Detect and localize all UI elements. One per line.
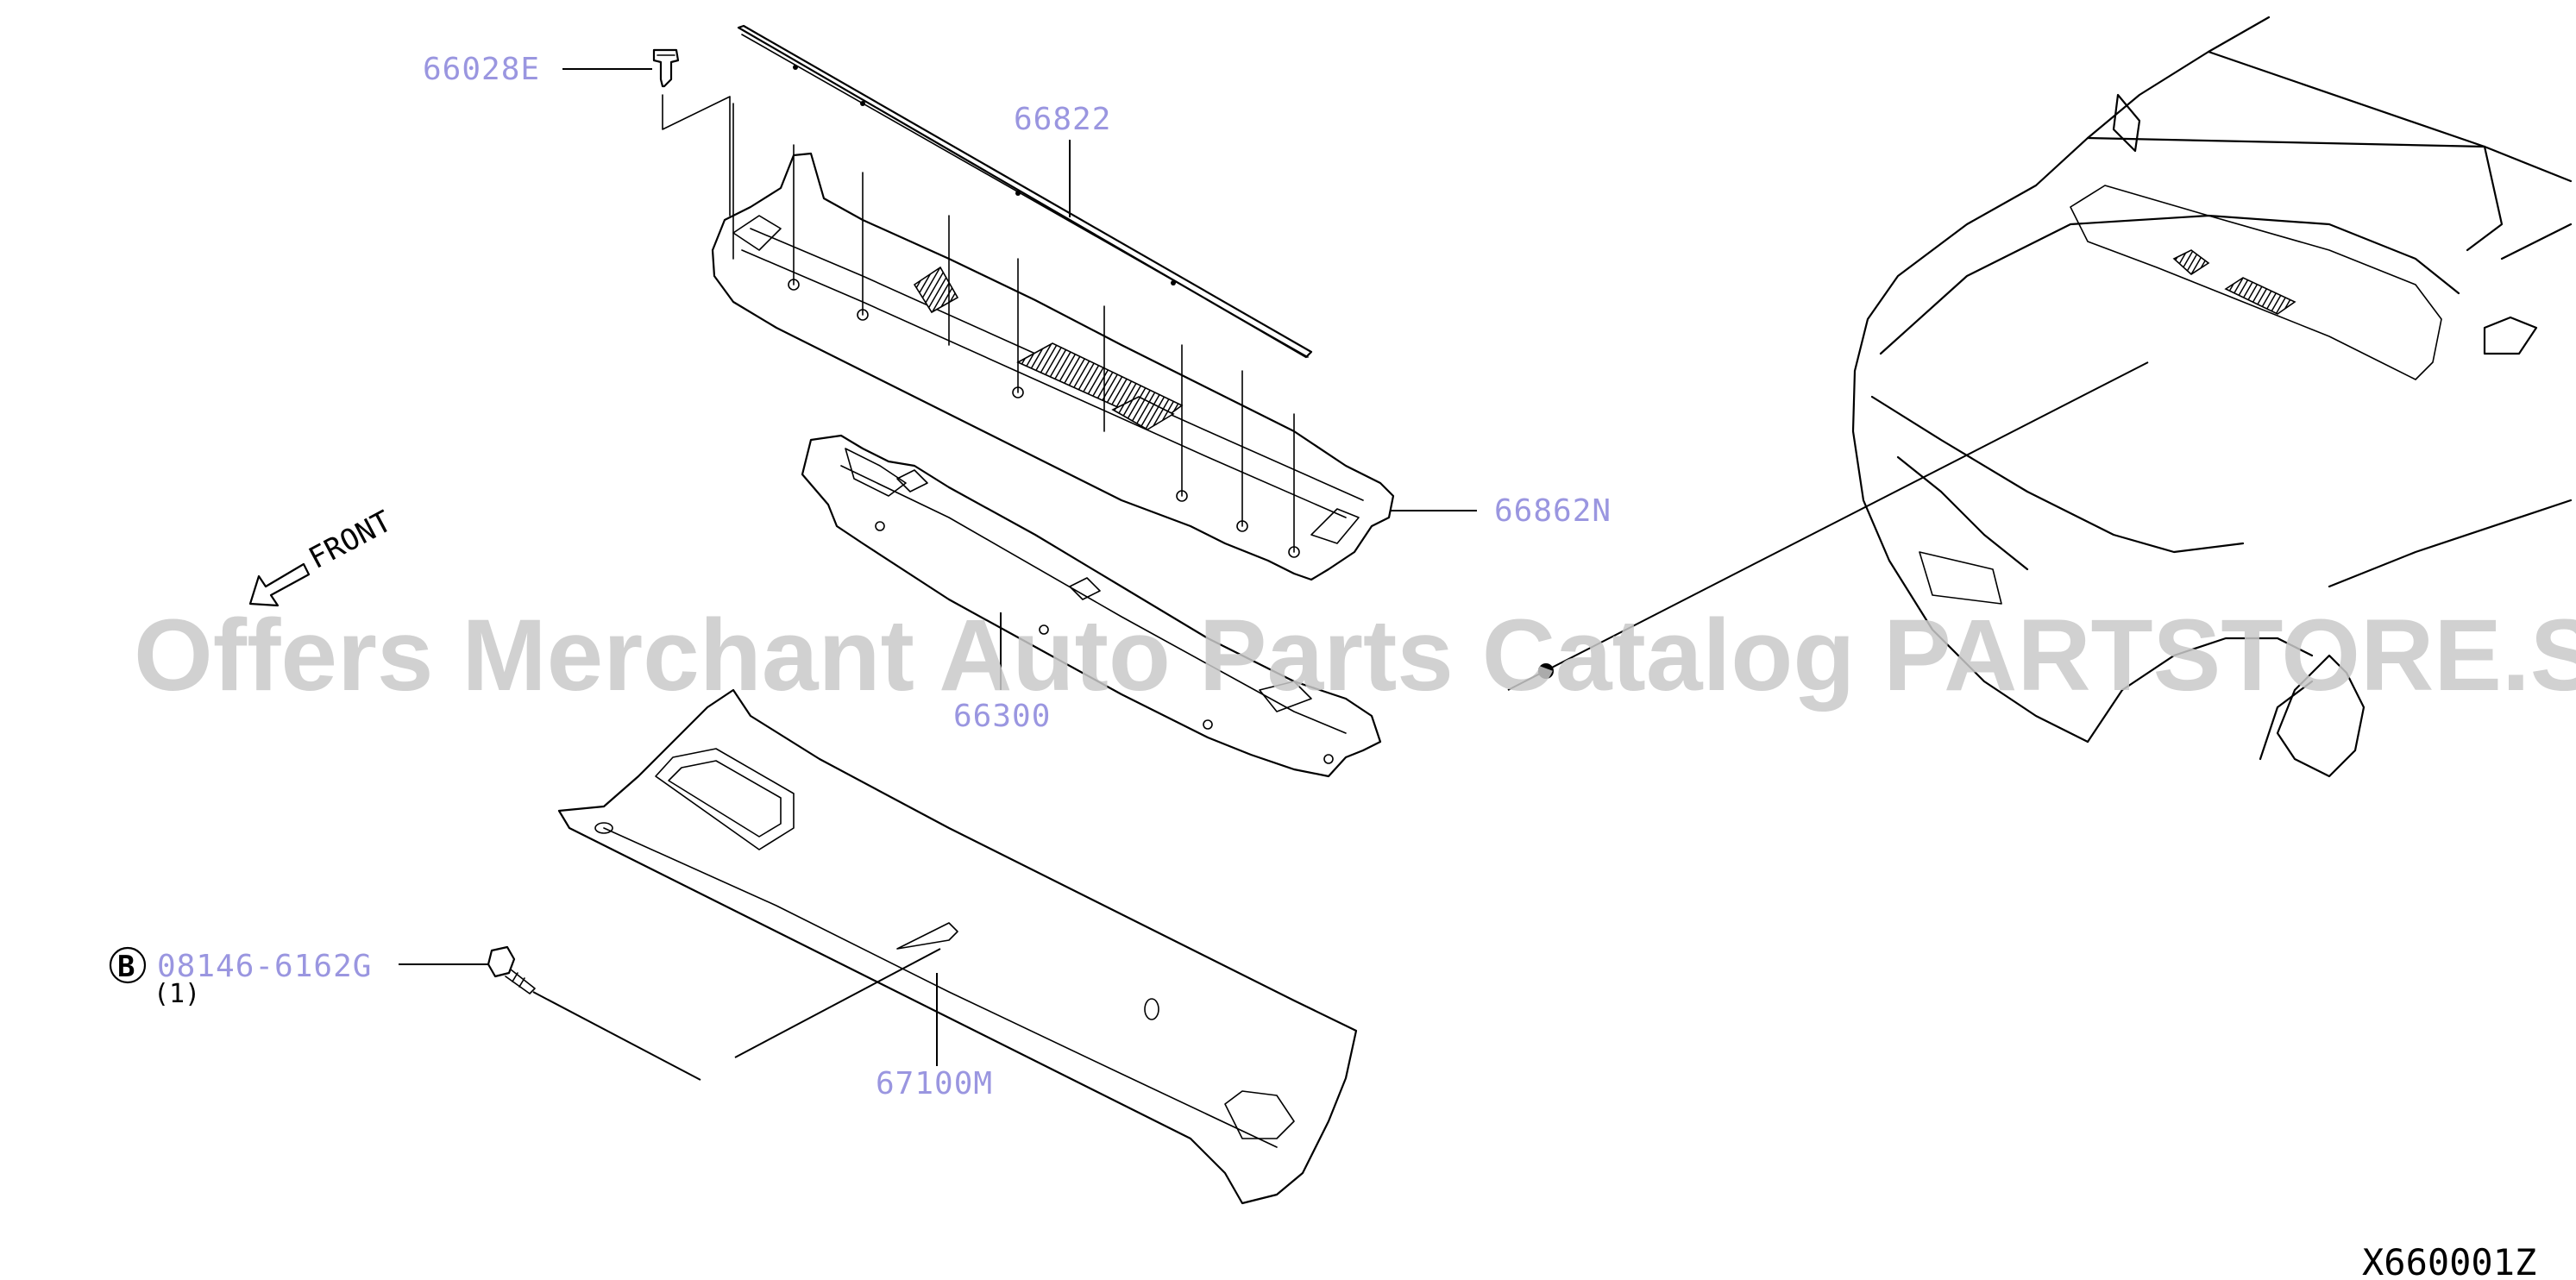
- part-number-66300[interactable]: 66300: [953, 699, 1051, 734]
- part-number-66822[interactable]: 66822: [1014, 102, 1111, 137]
- vehicle-location-view: [1507, 16, 2573, 778]
- diagram-code: X660001Z: [2362, 1241, 2536, 1280]
- clip-66028e[interactable]: 66028E: [423, 48, 731, 216]
- watermark-text: Offers Merchant Auto Parts Catalog PARTS…: [134, 599, 2576, 712]
- bolt-symbol: B: [117, 950, 135, 984]
- part-number-66028e[interactable]: 66028E: [423, 52, 540, 87]
- front-label: FRONT: [303, 505, 397, 576]
- part-number-67100m[interactable]: 67100M: [876, 1066, 993, 1101]
- front-direction-arrow: FRONT: [248, 505, 398, 607]
- bolt-08146-6162g[interactable]: B 08146-6162G (1): [109, 945, 941, 1081]
- dash-panel-67100m[interactable]: 67100M: [557, 688, 1358, 1205]
- seal-66822[interactable]: 66822: [737, 24, 1313, 359]
- cowl-top-66862n[interactable]: 66862N: [711, 103, 1612, 581]
- cowl-panel-66300[interactable]: 66300: [801, 434, 1382, 778]
- part-number-66862n[interactable]: 66862N: [1494, 493, 1612, 529]
- part-number-08146-6162g[interactable]: 08146-6162G: [157, 949, 372, 984]
- bolt-quantity: (1): [154, 979, 200, 1009]
